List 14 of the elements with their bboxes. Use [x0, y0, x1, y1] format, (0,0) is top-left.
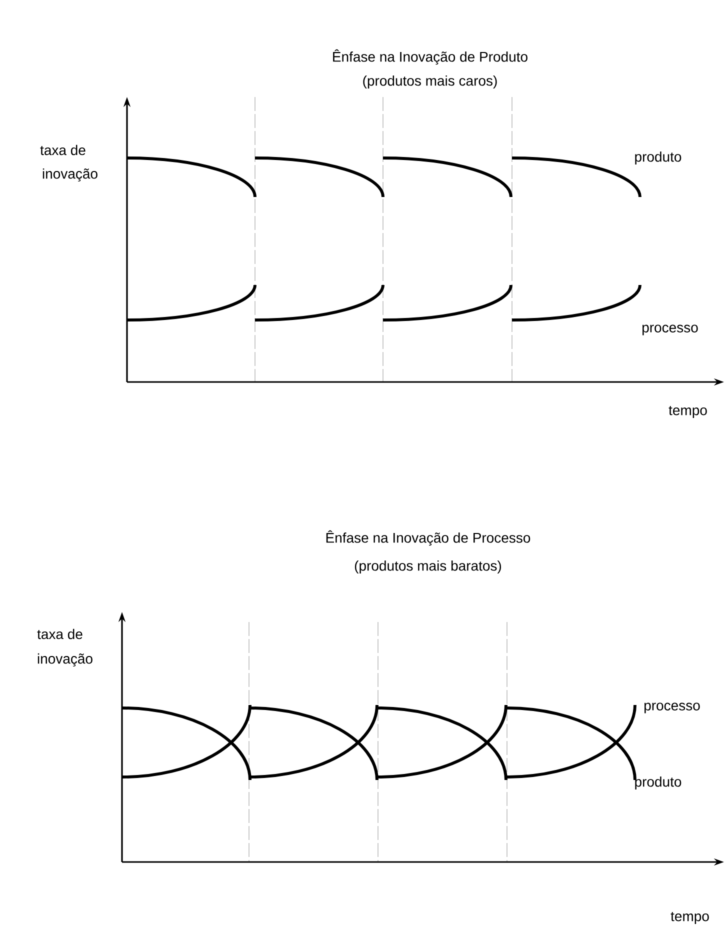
axis-label: inovação: [42, 168, 98, 182]
chart-subtitle: (produtos mais caros): [363, 75, 497, 89]
curve-label: produto: [635, 776, 682, 790]
axis-label: taxa de: [37, 628, 82, 640]
curve-label: processo: [644, 702, 700, 714]
chart-title: Ênfase na Inovação de Produto: [333, 49, 528, 65]
chart-subtitle: (produtos mais baratos): [354, 560, 502, 574]
axis-label: tempo: [670, 912, 709, 924]
chart-title: Ênfase na Inovação de Processo: [326, 530, 530, 546]
axis-label: inovação: [38, 653, 92, 667]
axis-label: tempo: [668, 406, 707, 418]
axis-label: taxa de: [40, 144, 86, 156]
curve-label: produto: [635, 151, 682, 165]
curve-label: processo: [642, 324, 698, 336]
